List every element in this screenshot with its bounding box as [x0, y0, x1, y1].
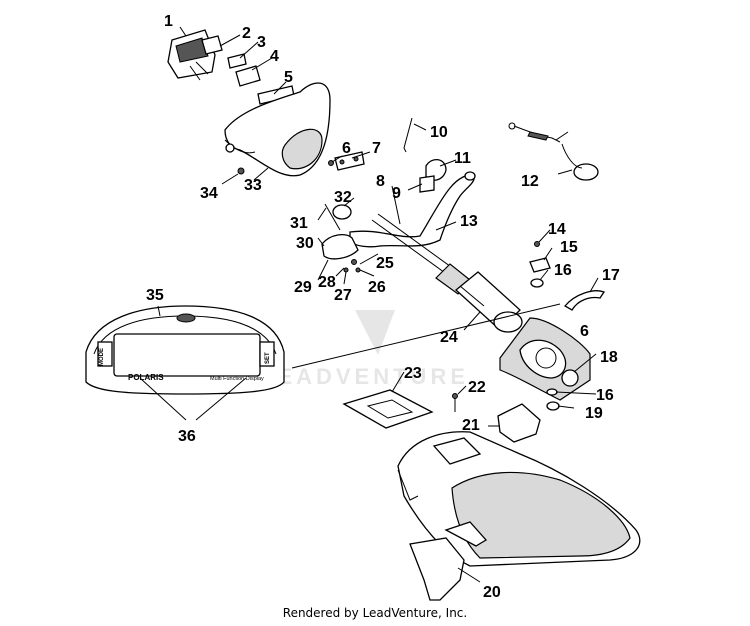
callout-35: 35 — [146, 287, 164, 304]
part-12-lanyard — [508, 122, 599, 181]
callout-14: 14 — [548, 221, 566, 238]
part-23-gasket — [342, 389, 434, 429]
part-25-28-small-parts — [343, 259, 361, 273]
callout-13: 13 — [460, 213, 478, 230]
part-14-screw — [534, 241, 540, 247]
display-caption: Multi Function Display — [210, 376, 264, 382]
part-3-clip — [227, 53, 247, 69]
callout-26: 26 — [368, 279, 386, 296]
callout-numbers: 1 2 3 4 5 6 7 8 9 10 11 12 13 14 15 16 1… — [146, 13, 620, 601]
callout-10: 10 — [430, 124, 448, 141]
callout-2: 2 — [242, 25, 251, 42]
callout-5: 5 — [284, 69, 293, 86]
part-20-lower-bracket — [409, 521, 488, 601]
callout-29: 29 — [294, 279, 312, 296]
display-brand: POLARIS — [128, 373, 164, 382]
part-15-clip — [529, 257, 551, 273]
part-32-collar — [332, 204, 352, 220]
callout-24: 24 — [440, 329, 458, 346]
callout-22: 22 — [468, 379, 486, 396]
watermark: LEADVENTURE — [260, 310, 469, 389]
callout-21: 21 — [462, 417, 480, 434]
callout-9: 9 — [392, 185, 401, 202]
part-10-cable — [403, 117, 413, 153]
part-33-handlebar-pod — [224, 82, 331, 177]
callout-17: 17 — [602, 267, 620, 284]
part-1-light-housing — [167, 29, 216, 81]
part-13-handlebar — [349, 171, 476, 248]
footer-credit: Rendered by LeadVenture, Inc. — [282, 606, 468, 620]
part-18-steering-housing — [499, 317, 591, 401]
callout-20: 20 — [483, 584, 501, 601]
part-21-bracket — [497, 403, 541, 443]
part-30-grip — [321, 233, 359, 260]
leader-lines — [139, 26, 599, 583]
callout-30: 30 — [296, 235, 314, 252]
callout-27: 27 — [334, 287, 352, 304]
watermark-text: LEADVENTURE — [260, 364, 469, 389]
callout-34: 34 — [200, 185, 218, 202]
callout-25: 25 — [376, 255, 394, 272]
callout-31: 31 — [290, 215, 308, 232]
callout-36: 36 — [178, 428, 196, 445]
part-4-switch — [235, 65, 261, 87]
callout-8: 8 — [376, 173, 385, 190]
callout-33: 33 — [244, 177, 262, 194]
part-2-connector — [201, 35, 223, 55]
part-22-screw — [452, 393, 458, 412]
part-31-bolt — [324, 203, 341, 231]
callout-15: 15 — [560, 239, 578, 256]
set-button-label: SET — [265, 352, 271, 364]
part-17-ring — [564, 290, 605, 311]
part-24-steering-tube — [435, 263, 523, 333]
callout-28: 28 — [318, 274, 336, 291]
part-34-screw — [237, 167, 245, 175]
callout-1: 1 — [164, 13, 173, 30]
callout-32: 32 — [334, 189, 352, 206]
callout-23: 23 — [404, 365, 422, 382]
part-9-lever — [419, 175, 435, 193]
callout-19: 19 — [585, 405, 603, 422]
callout-16b: 16 — [596, 387, 614, 404]
callout-18: 18 — [600, 349, 618, 366]
callout-7: 7 — [372, 140, 381, 157]
callout-11: 11 — [454, 150, 471, 167]
callout-6b: 6 — [580, 323, 589, 340]
callout-12: 12 — [521, 173, 539, 190]
callout-16a: 16 — [554, 262, 572, 279]
callout-4: 4 — [270, 48, 279, 65]
mode-button-label: MODE — [99, 348, 105, 366]
callout-6a: 6 — [342, 140, 351, 157]
part-19-washer — [546, 401, 560, 411]
callout-3: 3 — [257, 34, 266, 51]
multi-function-display: MODE SET POLARIS Multi Function Display — [85, 305, 285, 395]
